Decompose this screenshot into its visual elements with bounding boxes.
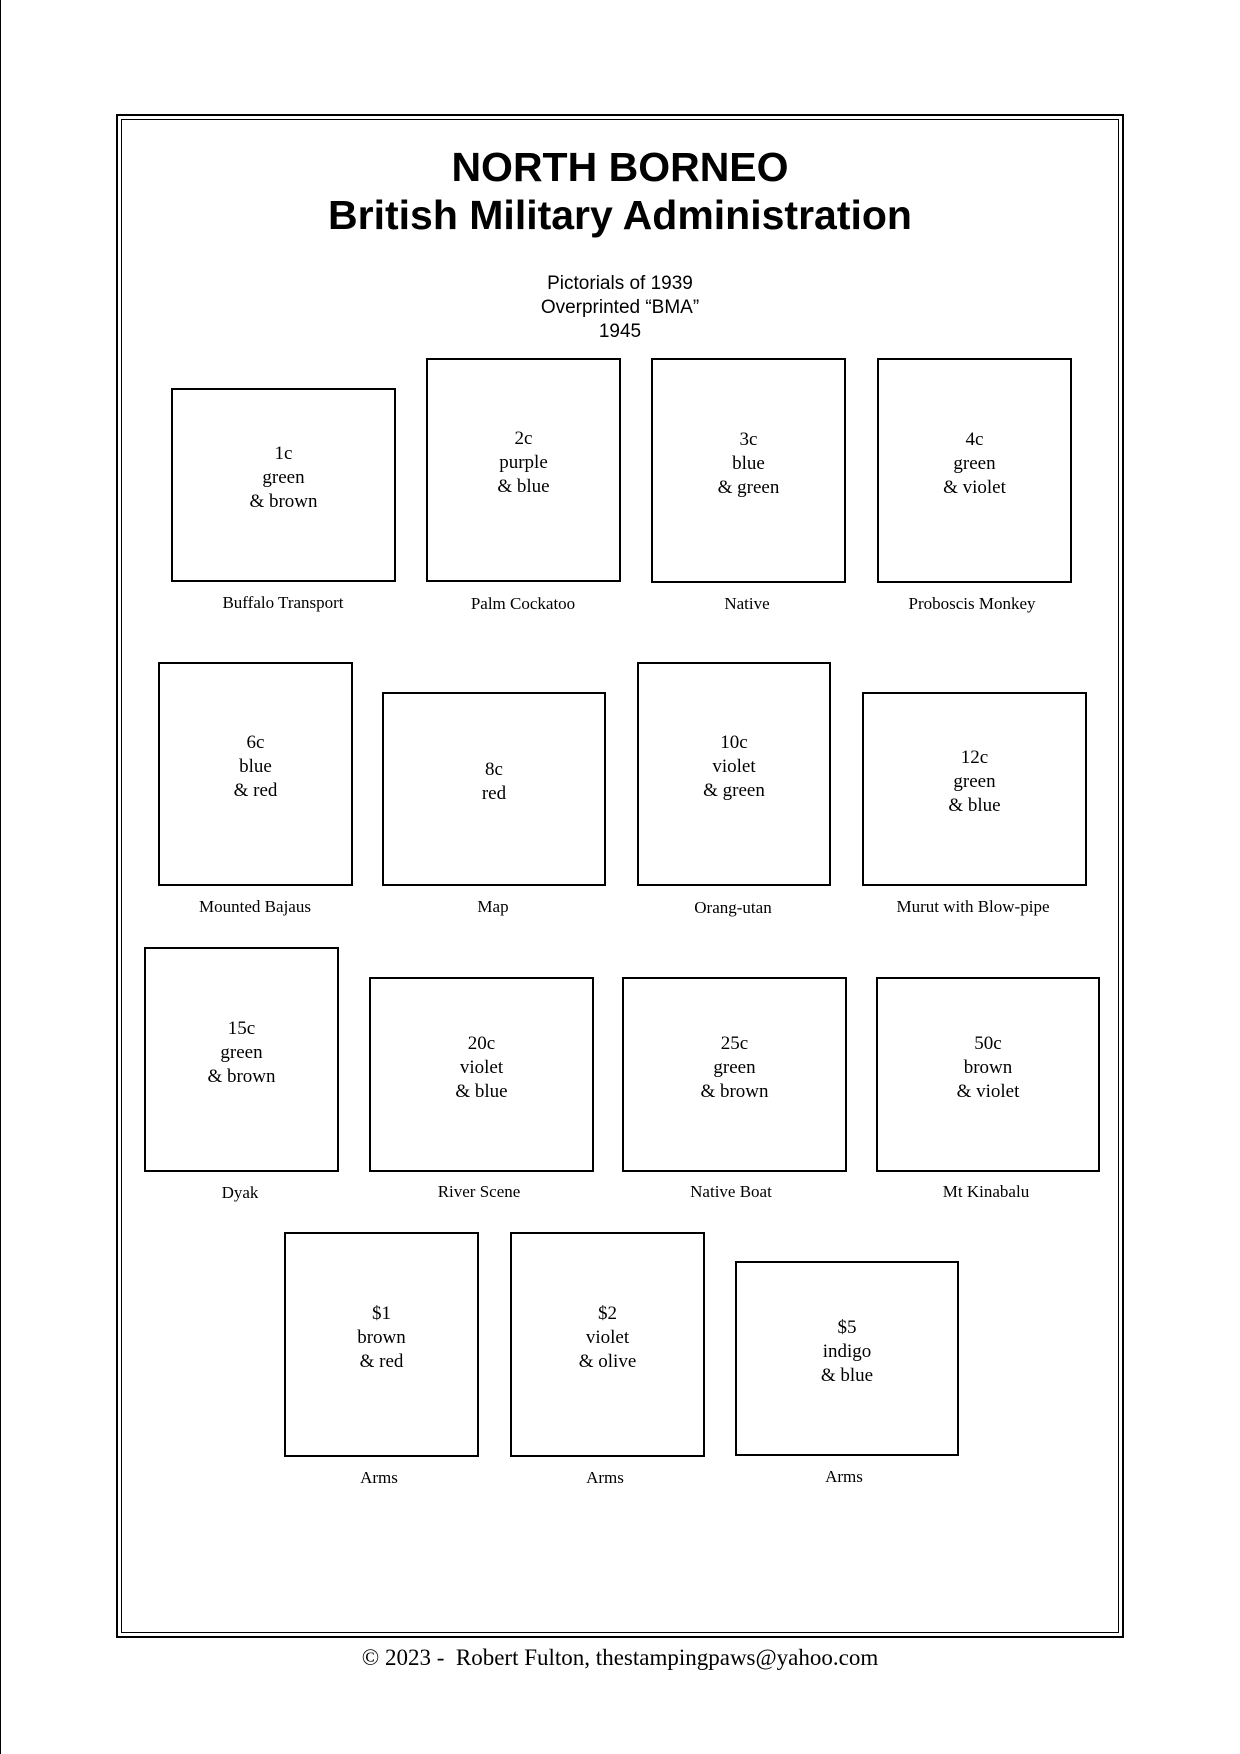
stamp-color-secondary: & blue (455, 1080, 508, 1102)
stamp-description: 50c brown & violet (957, 1032, 1020, 1104)
stamp-caption: Arms (586, 1468, 624, 1487)
stamp-color-secondary: & violet (943, 476, 1006, 498)
stamp-description: $1 brown & red (357, 1302, 406, 1374)
stamp-color: green (220, 1041, 263, 1063)
stamp-color: green (262, 467, 305, 488)
stamp-description: 3c blue & green (718, 428, 780, 500)
stamp-color-secondary: & olive (578, 1350, 637, 1372)
stamp-color-secondary: & brown (207, 1065, 276, 1087)
stamp-color: indigo (822, 1340, 872, 1362)
stamp-description: 10c violet & green (703, 731, 765, 803)
stamp-color-secondary: & blue (497, 476, 550, 497)
stamp-caption: Buffalo Transport (222, 593, 344, 612)
stamp-space: 2c purple & blue (426, 358, 621, 582)
stamp-value: $2 (598, 1302, 617, 1324)
stamp-color-secondary: & green (717, 476, 780, 498)
stamp-color: brown (357, 1326, 406, 1348)
subtitle-year: 1945 (598, 321, 642, 342)
stamp-value: $5 (837, 1316, 857, 1338)
stamp-caption: Arms (825, 1467, 863, 1486)
stamp-space: 12c green & blue (862, 692, 1087, 886)
stamp-caption: Murut with Blow-pipe (896, 897, 1050, 916)
stamp-color: violet (459, 1056, 504, 1078)
stamp-caption: River Scene (437, 1182, 521, 1201)
stamp-caption: Mt Kinabalu (942, 1182, 1030, 1201)
stamp-description: 2c purple & blue (497, 427, 549, 499)
stamp-caption: Dyak (221, 1183, 259, 1202)
stamp-color: violet (585, 1326, 630, 1348)
stamp-description: 1c green & brown (249, 442, 317, 514)
stamp-description: 15c green & brown (207, 1017, 275, 1089)
stamp-value: 20c (467, 1032, 496, 1054)
subtitle-line1: Pictorials of 1939 (547, 273, 693, 294)
stamp-color-secondary: & green (703, 780, 765, 801)
stamp-space: $5 indigo & blue (735, 1261, 959, 1456)
stamp-color: green (953, 771, 996, 792)
page-edge (0, 0, 1, 1754)
stamp-color-secondary: & red (233, 780, 278, 801)
stamp-color: green (953, 452, 996, 474)
stamp-description: 12c green & blue (948, 746, 1000, 818)
stamp-value: 12c (960, 747, 989, 768)
stamp-caption: Map (477, 897, 509, 916)
stamp-description: 20c violet & blue (455, 1032, 507, 1104)
stamp-space: $2 violet & olive (510, 1232, 705, 1457)
stamp-value: 50c (974, 1032, 1002, 1054)
stamp-description: 6c blue & red (234, 731, 278, 803)
stamp-space: 20c violet & blue (369, 977, 594, 1172)
stamp-color: brown (963, 1056, 1013, 1078)
stamp-value: 6c (246, 732, 265, 753)
stamp-description: $5 indigo & blue (821, 1316, 873, 1388)
stamp-color-secondary: & brown (249, 491, 318, 512)
stamp-description: 4c green & violet (943, 428, 1006, 500)
subtitle-line2: Overprinted “BMA” (540, 297, 700, 318)
stamp-value: 2c (514, 428, 533, 449)
copyright-text: © 2023 - Robert Fulton, thestampingpaws@… (361, 1645, 879, 1670)
stamp-color: purple (499, 452, 548, 473)
page-title-line2: British Military Administration (328, 192, 912, 238)
stamp-color-secondary: & violet (956, 1080, 1020, 1102)
stamp-caption: Arms (360, 1468, 398, 1487)
stamp-color: violet (712, 756, 756, 777)
stamp-value: 3c (739, 428, 758, 450)
stamp-caption: Mounted Bajaus (199, 897, 311, 916)
stamp-value: 25c (720, 1032, 749, 1054)
page-border-outer (116, 114, 1124, 1638)
stamp-space: 10c violet & green (637, 662, 831, 886)
stamp-caption: Palm Cockatoo (470, 594, 576, 613)
stamp-space: 6c blue & red (158, 662, 353, 886)
page-border-inner (121, 119, 1119, 1633)
stamp-color: green (713, 1056, 756, 1078)
stamp-space: 1c green & brown (171, 388, 396, 582)
page-title: NORTH BORNEO (451, 144, 789, 190)
stamp-space: 8c red (382, 692, 606, 886)
stamp-description: $2 violet & olive (579, 1302, 637, 1374)
stamp-caption: Orang-utan (694, 898, 772, 917)
stamp-color-secondary: & red (359, 1350, 404, 1372)
stamp-space: 15c green & brown (144, 947, 339, 1172)
stamp-value: 1c (274, 443, 293, 464)
stamp-color: red (481, 783, 507, 804)
stamp-space: 3c blue & green (651, 358, 846, 583)
stamp-space: 4c green & violet (877, 358, 1072, 583)
stamp-color-secondary: & blue (820, 1364, 874, 1386)
stamp-color: blue (732, 452, 765, 474)
stamp-description: 8c red (482, 758, 506, 806)
stamp-value: 4c (965, 428, 984, 450)
stamp-value: 8c (485, 759, 503, 780)
stamp-space: 50c brown & violet (876, 977, 1100, 1172)
stamp-value: 10c (720, 732, 748, 753)
stamp-color-secondary: & brown (700, 1080, 769, 1102)
stamp-description: 25c green & brown (700, 1032, 768, 1104)
stamp-color: blue (239, 756, 272, 777)
stamp-caption: Native (724, 594, 770, 613)
stamp-caption: Native Boat (690, 1182, 772, 1201)
stamp-caption: Proboscis Monkey (908, 594, 1036, 613)
stamp-space: $1 brown & red (284, 1232, 479, 1457)
stamp-value: $1 (372, 1302, 391, 1324)
stamp-value: 15c (227, 1017, 256, 1039)
stamp-space: 25c green & brown (622, 977, 847, 1172)
copyright-footer: © 2023 - Robert Fulton, thestampingpaws@… (0, 1644, 1240, 1672)
stamp-color-secondary: & blue (948, 795, 1001, 816)
